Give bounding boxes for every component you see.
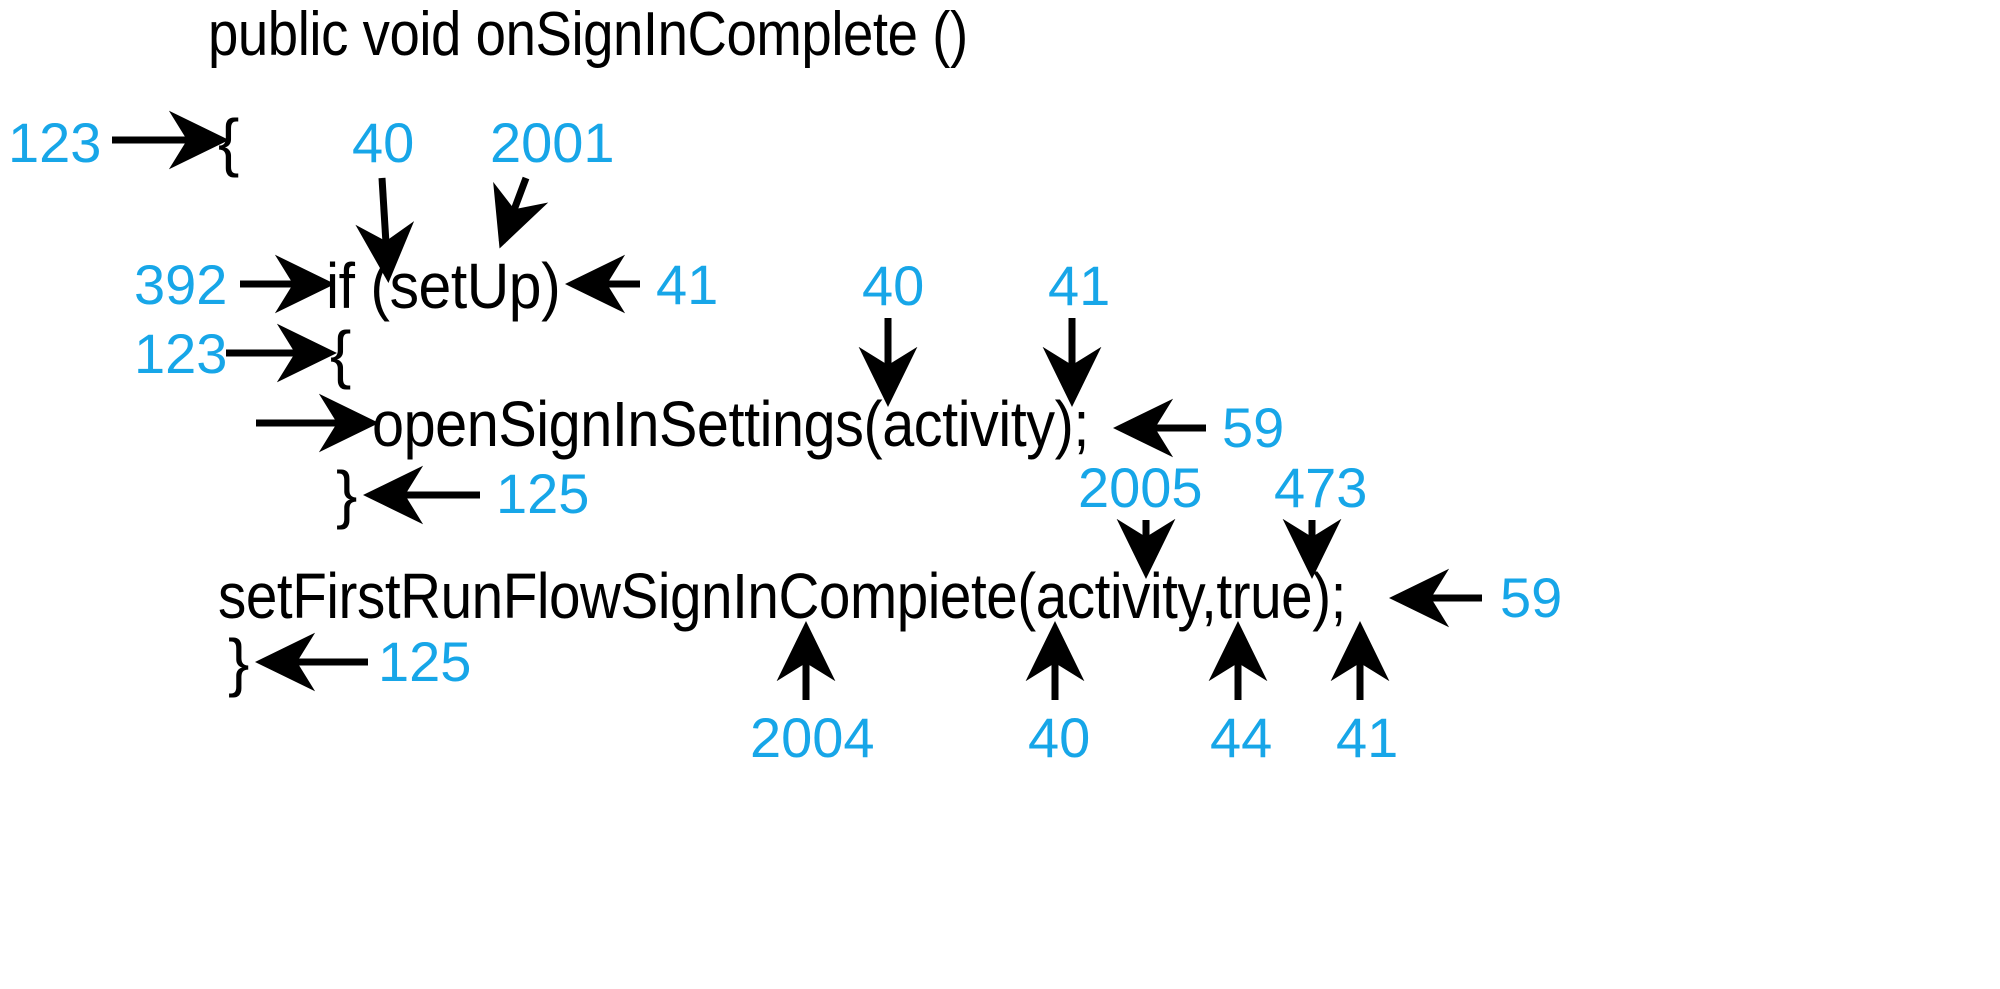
token-label-125-close-brace-outer: 125 xyxy=(378,630,472,693)
token-label-40-set-open-paren: 40 xyxy=(1028,706,1091,769)
token-label-41-if-close-paren: 41 xyxy=(656,253,719,316)
token-label-123-inner: 123 xyxy=(134,322,228,385)
token-label-41-set-close-paren: 41 xyxy=(1336,706,1399,769)
token-label-59-set-call-semicolon: 59 xyxy=(1500,566,1563,629)
code-line-if-statement: if (setUp) xyxy=(326,250,561,322)
token-label-44-comma-separator: 44 xyxy=(1210,706,1273,769)
token-label-123-outer: 123 xyxy=(8,111,102,174)
code-line-open-brace-outer: { xyxy=(218,106,239,178)
code-line-close-brace-outer: } xyxy=(228,626,249,698)
token-label-125-close-brace-inner: 125 xyxy=(496,462,590,525)
token-label-41-call-close-paren: 41 xyxy=(1048,254,1111,317)
code-line-open-settings-call: openSignInSettings(activity); xyxy=(372,388,1089,460)
code-line-set-first-run-call: setFirstRunFlowSignInCompiete(activity,t… xyxy=(218,560,1346,632)
arrow-2001-to-setup xyxy=(493,176,549,249)
token-label-59-call-semicolon: 59 xyxy=(1222,396,1285,459)
token-label-473-true-literal: 473 xyxy=(1274,456,1368,519)
token-label-2005-activity-arg: 2005 xyxy=(1078,456,1203,519)
code-line-close-brace-inner: } xyxy=(336,458,357,530)
code-line-open-brace-inner: { xyxy=(330,318,351,390)
code-line-signature: public void onSignInComplete () xyxy=(208,0,968,69)
token-label-2001-setup: 2001 xyxy=(490,111,615,174)
token-label-2004-set-method-name: 2004 xyxy=(750,706,875,769)
token-label-40-if-open-paren: 40 xyxy=(352,111,415,174)
token-label-40-call-open-paren: 40 xyxy=(862,254,925,317)
token-label-392-if-keyword: 392 xyxy=(134,253,228,316)
